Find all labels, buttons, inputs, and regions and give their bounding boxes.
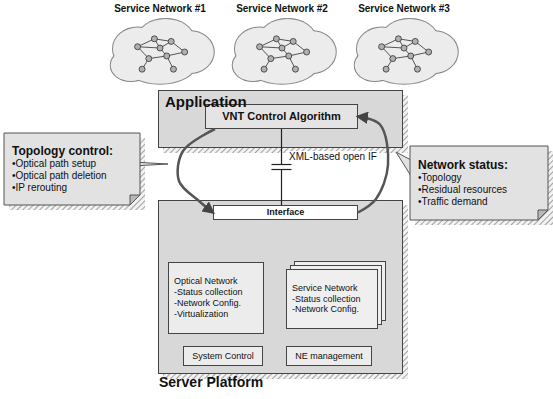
node-title: VNT Control Algorithm (222, 110, 341, 123)
node-title: Interface (267, 207, 305, 218)
cloud-shape (226, 3, 338, 87)
node-line: -Status collection (292, 294, 361, 305)
cloud-outline (111, 19, 214, 84)
interface-label: XML-based open IF (287, 151, 379, 163)
node-title: Service Network #2 (236, 3, 328, 15)
module-box: Optical Network-Status collection-Networ… (168, 262, 264, 334)
break-symbol (272, 165, 292, 170)
note-fold (538, 210, 548, 220)
node-line: -Status collection (174, 287, 243, 298)
node-line: •Optical path setup (12, 158, 96, 170)
interface-bar: Interface (213, 205, 358, 220)
cloud-outline (233, 19, 336, 84)
stack-sheet (287, 270, 378, 329)
node-title: Network status: (418, 158, 508, 172)
stacked-module-box: Service Network-Status collection-Networ… (286, 269, 378, 329)
server-platform-panel: Server PlatformInterfaceOptical Network-… (158, 200, 403, 374)
node-title: NE management (295, 351, 363, 362)
module-box: System Control (183, 346, 263, 366)
application-panel: ApplicationVNT Control Algorithm (158, 90, 403, 148)
node-line: •Topology (418, 172, 462, 184)
node-title: System Control (192, 351, 254, 362)
note-fold (130, 195, 140, 205)
network-graph (135, 36, 188, 72)
note-body (410, 146, 548, 220)
node-title: Application (165, 93, 247, 111)
service-network-cloud: Service Network #2 (226, 3, 338, 87)
cloud-outline (355, 19, 458, 84)
control-arrow (178, 129, 215, 213)
node-line: •IP rerouting (12, 182, 67, 194)
node-line: -Virtualization (174, 309, 228, 320)
node-line: •Optical path deletion (12, 170, 107, 182)
module-box: NE management (286, 346, 372, 366)
cloud-shape (348, 3, 460, 87)
node-title: Topology control: (12, 144, 113, 158)
service-network-cloud: Service Network #1 (104, 3, 216, 87)
cloud-shape (104, 3, 216, 87)
interface-line (281, 129, 282, 205)
service-network-cloud: Service Network #3 (348, 3, 460, 87)
node-line: -Network Config. (174, 298, 241, 309)
network-graph (257, 36, 310, 72)
node-title: Service Network #1 (114, 3, 206, 15)
node-line: -Network Config. (292, 304, 359, 315)
callout-note: Network status:•Topology•Residual resour… (410, 146, 548, 220)
node-title: Server Platform (159, 374, 263, 391)
control-arrow (358, 117, 388, 213)
callout-note: Topology control:•Optical path setup•Opt… (4, 133, 140, 205)
node-line: •Residual resources (418, 184, 507, 196)
node-title: Service Network #3 (358, 3, 450, 15)
node-line: •Traffic demand (418, 196, 488, 208)
callout-tail (396, 152, 411, 176)
network-graph (379, 36, 432, 72)
note-body (4, 133, 140, 205)
node-title: Service Network (292, 283, 358, 294)
node-title: Optical Network (174, 276, 238, 287)
